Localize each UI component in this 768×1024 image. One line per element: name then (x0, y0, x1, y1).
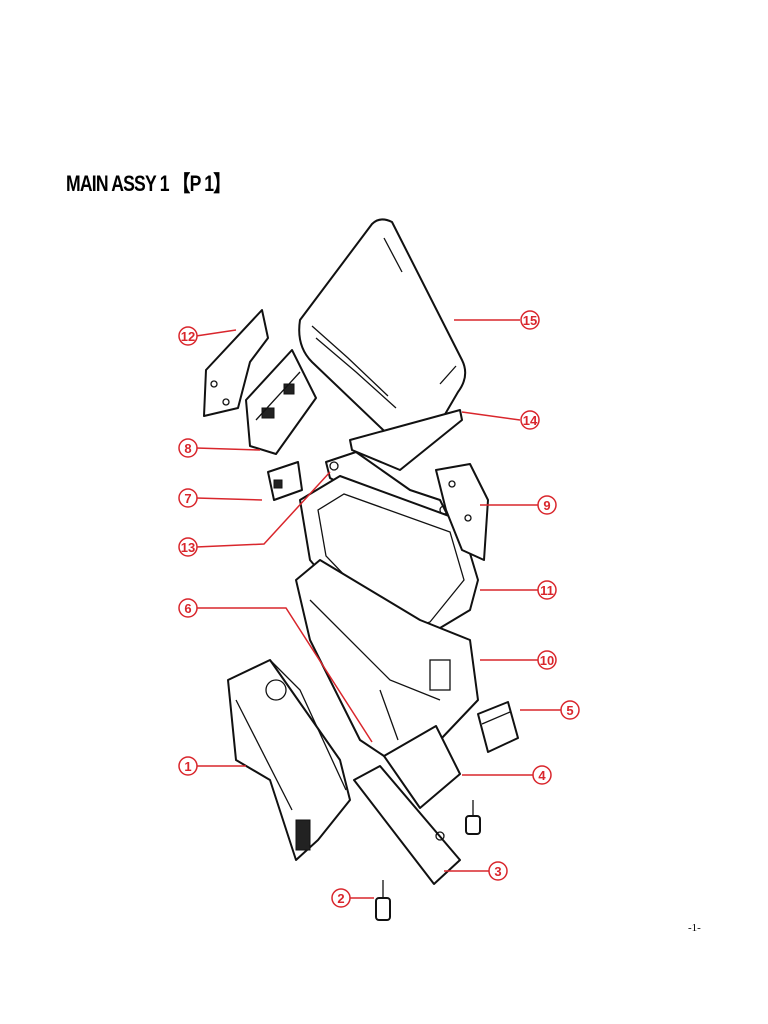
svg-text:11: 11 (540, 583, 554, 598)
callout-5: 5 (560, 700, 580, 720)
page-title: MAIN ASSY 1 【P 1】 (66, 171, 231, 196)
part-4-plate (383, 725, 461, 809)
callout-2: 2 (331, 888, 351, 908)
callout-7: 7 (178, 488, 198, 508)
callout-10: 10 (537, 650, 557, 670)
part-12-plate (203, 309, 269, 417)
part-1-printer (227, 659, 351, 861)
svg-text:10: 10 (540, 653, 554, 668)
part-15-platter (298, 218, 467, 450)
svg-text:8: 8 (184, 441, 191, 456)
svg-text:13: 13 (181, 540, 195, 555)
callout-1: 1 (178, 756, 198, 776)
svg-text:6: 6 (184, 601, 191, 616)
page-number: -1- (688, 922, 701, 934)
part-9-bracket (435, 463, 489, 561)
part-6-10-base (295, 559, 479, 761)
callout-14: 14 (520, 410, 540, 430)
callout-6: 6 (178, 598, 198, 618)
svg-text:7: 7 (184, 491, 191, 506)
part-3-bottom (353, 765, 461, 885)
svg-text:3: 3 (494, 864, 501, 879)
callout-12: 12 (178, 326, 198, 346)
svg-text:5: 5 (566, 703, 573, 718)
svg-text:14: 14 (523, 413, 538, 428)
part-5-box (477, 701, 519, 753)
callout-11: 11 (537, 580, 557, 600)
callout-3: 3 (488, 861, 508, 881)
svg-text:1: 1 (184, 759, 191, 774)
callout-8: 8 (178, 438, 198, 458)
callout-13: 13 (178, 537, 198, 557)
part-14-support (349, 409, 463, 471)
callout-4: 4 (532, 765, 552, 785)
callout-9: 9 (537, 495, 557, 515)
svg-text:2: 2 (337, 891, 344, 906)
svg-text:12: 12 (181, 329, 195, 344)
leader-lines (195, 319, 562, 899)
part-8-pcb (245, 349, 317, 455)
svg-text:15: 15 (523, 313, 537, 328)
callout-15: 15 (520, 310, 540, 330)
part-2-foot (375, 800, 481, 921)
part-7-connector (267, 461, 303, 501)
svg-text:4: 4 (538, 768, 546, 783)
svg-text:9: 9 (543, 498, 550, 513)
